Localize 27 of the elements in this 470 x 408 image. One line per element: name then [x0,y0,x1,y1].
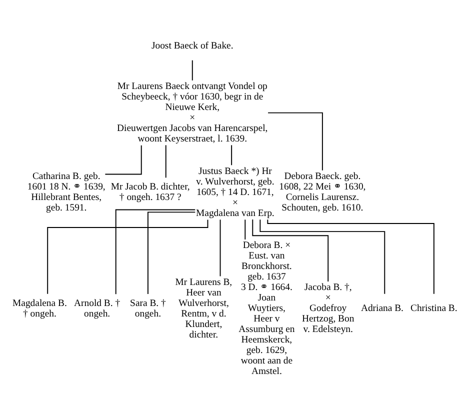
node-text: Justus Baeck *) Hr v. Wulverhorst, geb. 1605, † 14 D. 1671, × Magdalena van Erp. [196,165,274,218]
connector [267,218,434,294]
connector [231,144,232,166]
node-text: Catharina B. geb. 1601 18 N. ⚭ 1639, Hillebrant Bentes, geb. 1591. [27,170,106,214]
connector [192,59,193,80]
connector [104,144,142,174]
connector [260,218,386,294]
connector [115,208,196,294]
node-text: Mr Laurens Baeck ontvangt Vondel op Scheybeeck, † vóor 1630, begr in de Nieuwe Kerk, × Dieuwertgen Jacobs van Harencarspel, woont Keyserstraet, l. 1639. [117,80,268,144]
node-text: Arnold B. † ongeh. [74,297,120,319]
connector [244,218,246,240]
node-text: Adriana B. [360,302,404,314]
node-text: Jacoba B. †, × Godefroy Hertzog, Bon v. Edelsteyn. [302,282,354,335]
connector [47,218,208,294]
node-text: Mr Laurens B, Heer van Wulverhorst, Rentm, v d. Klundert, dichter. [175,276,232,340]
node-text: Joost Baeck of Bake. [151,40,234,51]
connector [252,218,329,282]
node-text: Mr Jacob B. dichter, † ongeh. 1637 ? [110,181,190,203]
node-text: Sara B. † ongeh. [130,297,166,319]
connector [268,112,323,170]
connector [220,218,221,276]
node-text: Magdalena B. † ongeh. [12,297,67,319]
node-text: Christina B. [410,302,458,314]
node-text: Debora B. × Eust. van Bronckhorst. geb. 1637 3 D. ⚭ 1664. Joan Wuytiers, Heer v Assumburg en Heemskerck, geb. 1629, woont aan de Amstel. [238,240,295,377]
node-text: Debora Baeck. geb. 1608, 22 Mei ⚭ 1630, Cornelis Laurensz. Schouten, geb. 1610. [279,170,366,214]
connector [165,144,166,178]
connector [147,211,196,294]
